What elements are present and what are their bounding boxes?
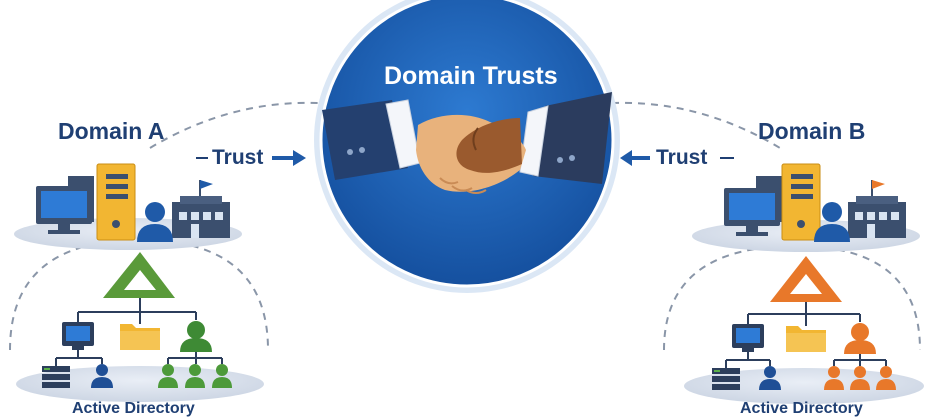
monitor-icon [36,176,94,234]
trust-label-right: Trust [656,146,708,169]
users-icon-a [158,364,232,388]
folder-icon [120,324,160,350]
group-user-icon-b [844,323,876,354]
building-icon-b [848,180,906,238]
user-icon-small [91,364,113,388]
monitor-icon-small-b [732,324,764,352]
tree-connectors-b [725,302,887,368]
server-icon-b [781,163,821,241]
user-icon-b [814,202,850,242]
server-icon [96,163,136,241]
folder-icon-b [786,326,826,352]
users-icon-b [824,366,896,390]
domain-a-dome [9,238,269,351]
domain-a-title: Domain A [58,118,165,144]
domain-a-group [9,163,269,402]
triangle-icon-b [770,256,842,302]
storage-icon-b [712,368,740,390]
center-title: Domain Trusts [384,62,558,90]
domain-a-footer-label: Active Directory [72,400,195,417]
connector-arc-right [611,101,781,149]
domain-b-dome [663,244,921,351]
arrow-icon-left [196,150,306,166]
tree-connectors-a [55,298,223,366]
domain-b-title: Domain B [758,118,866,144]
monitor-icon-b [724,176,782,236]
building-icon [172,180,230,238]
arrow-icon-right [620,150,734,166]
user-icon-small-b [759,366,781,390]
connector-arc-left [149,101,319,149]
storage-icon [42,366,70,388]
monitor-icon-small [62,322,94,350]
triangle-icon-a [103,252,175,298]
group-user-icon [180,321,212,352]
domain-b-footer-label: Active Directory [740,400,863,417]
handshake-icon [322,92,612,194]
domain-b-group [663,163,924,404]
trust-label-left: Trust [212,146,264,169]
user-icon [137,202,173,242]
